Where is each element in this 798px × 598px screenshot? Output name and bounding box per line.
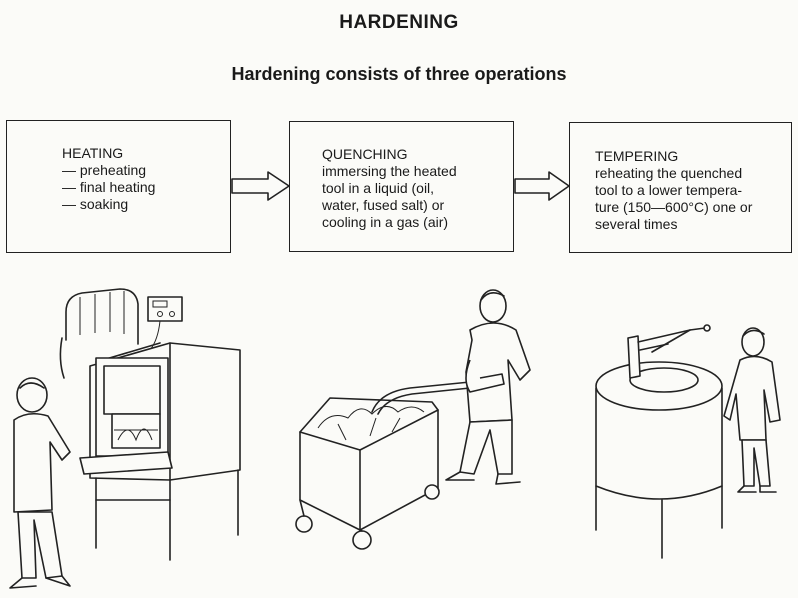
quenching-heading: QUENCHING [322,146,408,162]
tempering-heading: TEMPERING [595,148,679,164]
tempering-box: TEMPERING reheating the quenched tool to… [569,122,792,253]
heating-item: final heating [62,179,156,196]
furnace-illustration [59,288,241,561]
quenching-desc-line: water, fused salt) or [322,197,445,213]
flow-arrow-2 [514,171,570,201]
quenching-desc-line: tool in a liquid (oil, [322,180,435,196]
flow-arrow-1 [231,171,290,201]
quenching-tank-illustration [295,381,471,550]
quenching-operator [445,289,531,485]
heating-heading: HEATING [62,145,124,161]
heating-item: preheating [62,162,155,179]
furnace-operator [9,377,71,589]
quenching-desc-line: cooling in a gas (air) [322,214,449,230]
page-title: HARDENING [339,12,459,33]
heating-items: preheating final heating soaking [62,162,156,213]
tempering-desc-line: tool to a lower tempera- [595,182,743,198]
quenching-box: QUENCHING immersing the heated tool in a… [289,121,514,252]
heating-item: soaking [62,196,155,213]
heating-box: HEATING preheating final heating soaking [6,120,231,253]
tempering-vessel-illustration [595,324,723,559]
tempering-desc-line: ture (150—600°C) one or [595,199,753,215]
tempering-desc-line: reheating the quenched [595,165,743,181]
tempering-desc-line: several times [595,216,678,232]
quenching-desc-line: immersing the heated [322,163,457,179]
page-subtitle: Hardening consists of three operations [231,64,567,84]
tempering-operator [723,327,781,493]
